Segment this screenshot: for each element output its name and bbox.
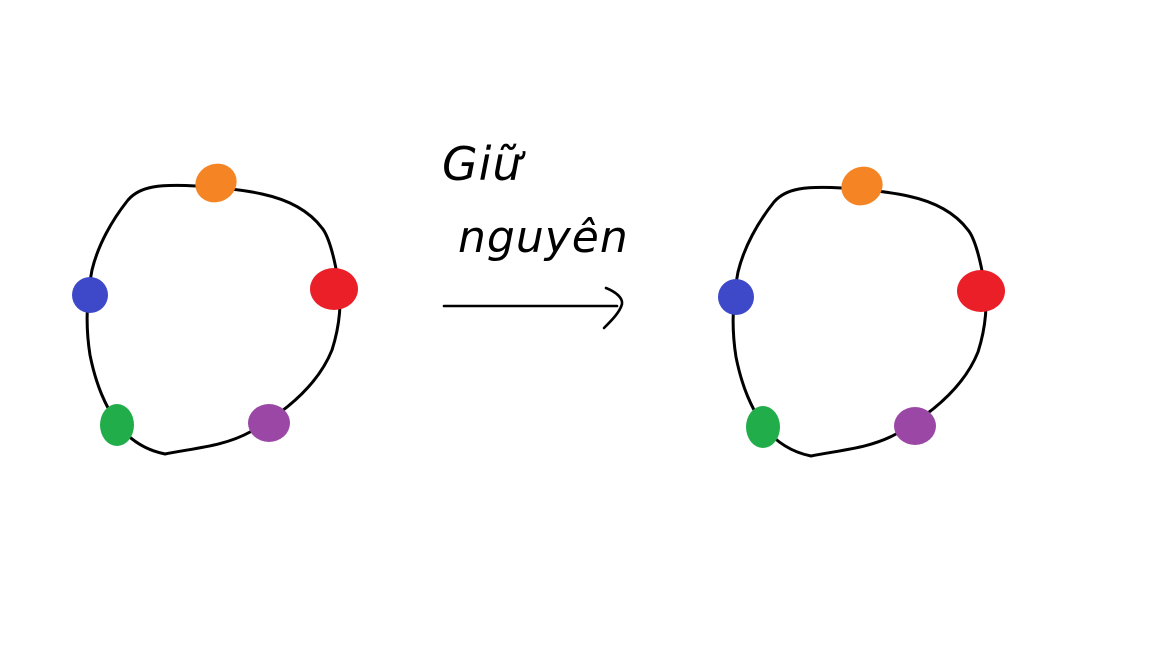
right-bead-orange xyxy=(841,166,883,206)
left-bead-purple xyxy=(248,404,290,442)
right-bead-green xyxy=(746,406,780,448)
arrow-head xyxy=(602,286,624,330)
right-bead-red xyxy=(957,270,1005,312)
right-ring-circle xyxy=(731,185,988,458)
label-line-2: nguyên xyxy=(458,212,629,263)
right-bead-blue xyxy=(718,279,754,315)
left-ring-circle xyxy=(85,183,342,456)
left-bead-red xyxy=(310,268,358,310)
left-bead-orange xyxy=(195,163,237,203)
right-bead-purple xyxy=(894,407,936,445)
left-ring xyxy=(72,163,358,456)
label-line-1: Giữ xyxy=(442,137,526,191)
transform-arrow xyxy=(442,286,624,330)
left-bead-green xyxy=(100,404,134,446)
right-ring xyxy=(718,166,1005,458)
left-bead-blue xyxy=(72,277,108,313)
